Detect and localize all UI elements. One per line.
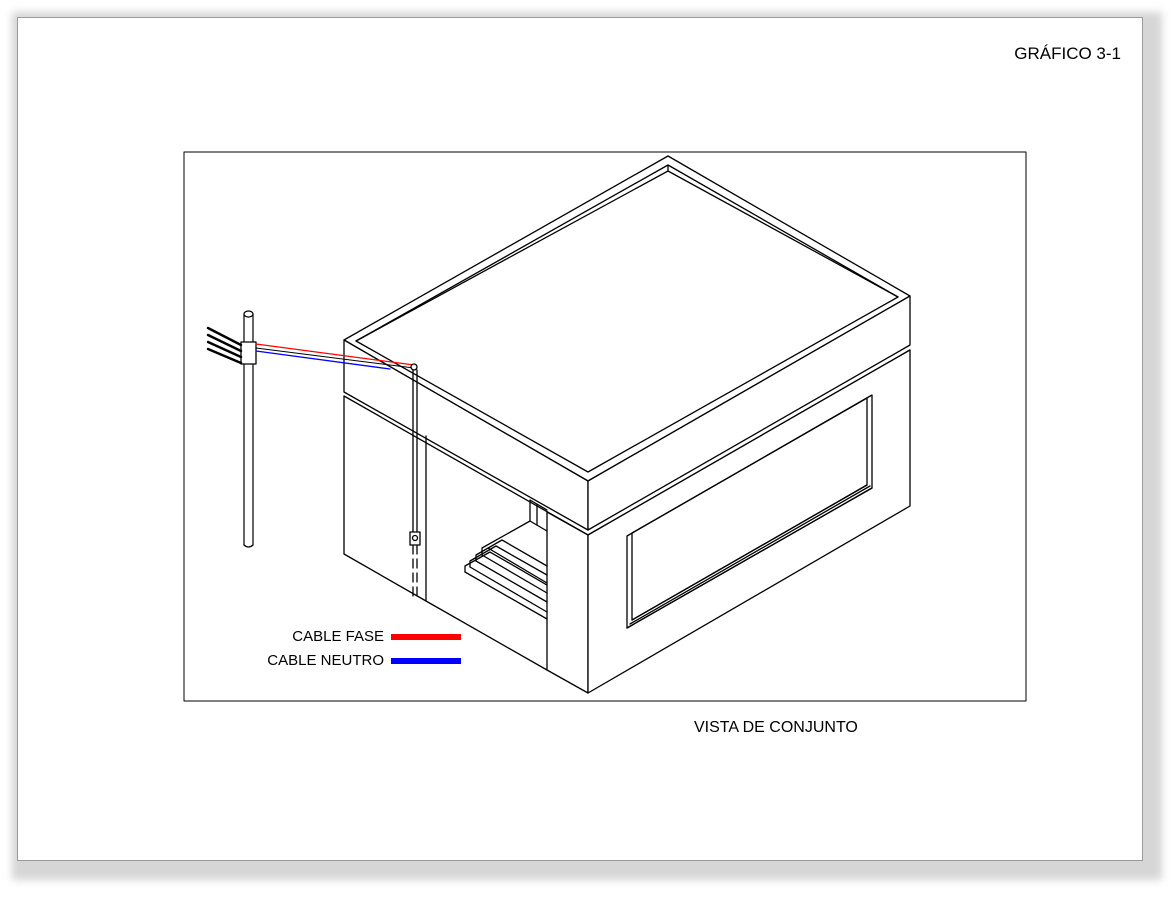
stairs	[464, 499, 548, 620]
legend-phase-label: CABLE FASE	[292, 628, 384, 645]
legend-phase-swatch	[391, 634, 461, 640]
neutral-cable	[255, 350, 391, 370]
slab-fascia-right	[587, 295, 911, 531]
parapet-rim-right	[667, 170, 899, 298]
figure-caption: VISTA DE CONJUNTO	[694, 719, 858, 736]
phase-cable	[255, 343, 415, 366]
drawing-frame	[183, 151, 1027, 702]
service-drop	[255, 343, 421, 600]
meter-box	[409, 531, 421, 546]
wall-left-outline	[343, 395, 427, 602]
utility-pole	[206, 310, 257, 548]
entrance-floor	[425, 600, 548, 671]
phase-cable-2	[255, 347, 415, 369]
legend-neutral-label: CABLE NEUTRO	[267, 652, 384, 669]
meter-dial	[411, 534, 419, 542]
legend-neutral-swatch	[391, 658, 461, 664]
window-right	[626, 394, 873, 629]
building	[343, 155, 911, 694]
weatherhead	[410, 363, 418, 371]
figure-title: GRÁFICO 3-1	[1014, 44, 1121, 63]
wall-right-face	[587, 349, 911, 694]
column-face	[546, 511, 589, 694]
